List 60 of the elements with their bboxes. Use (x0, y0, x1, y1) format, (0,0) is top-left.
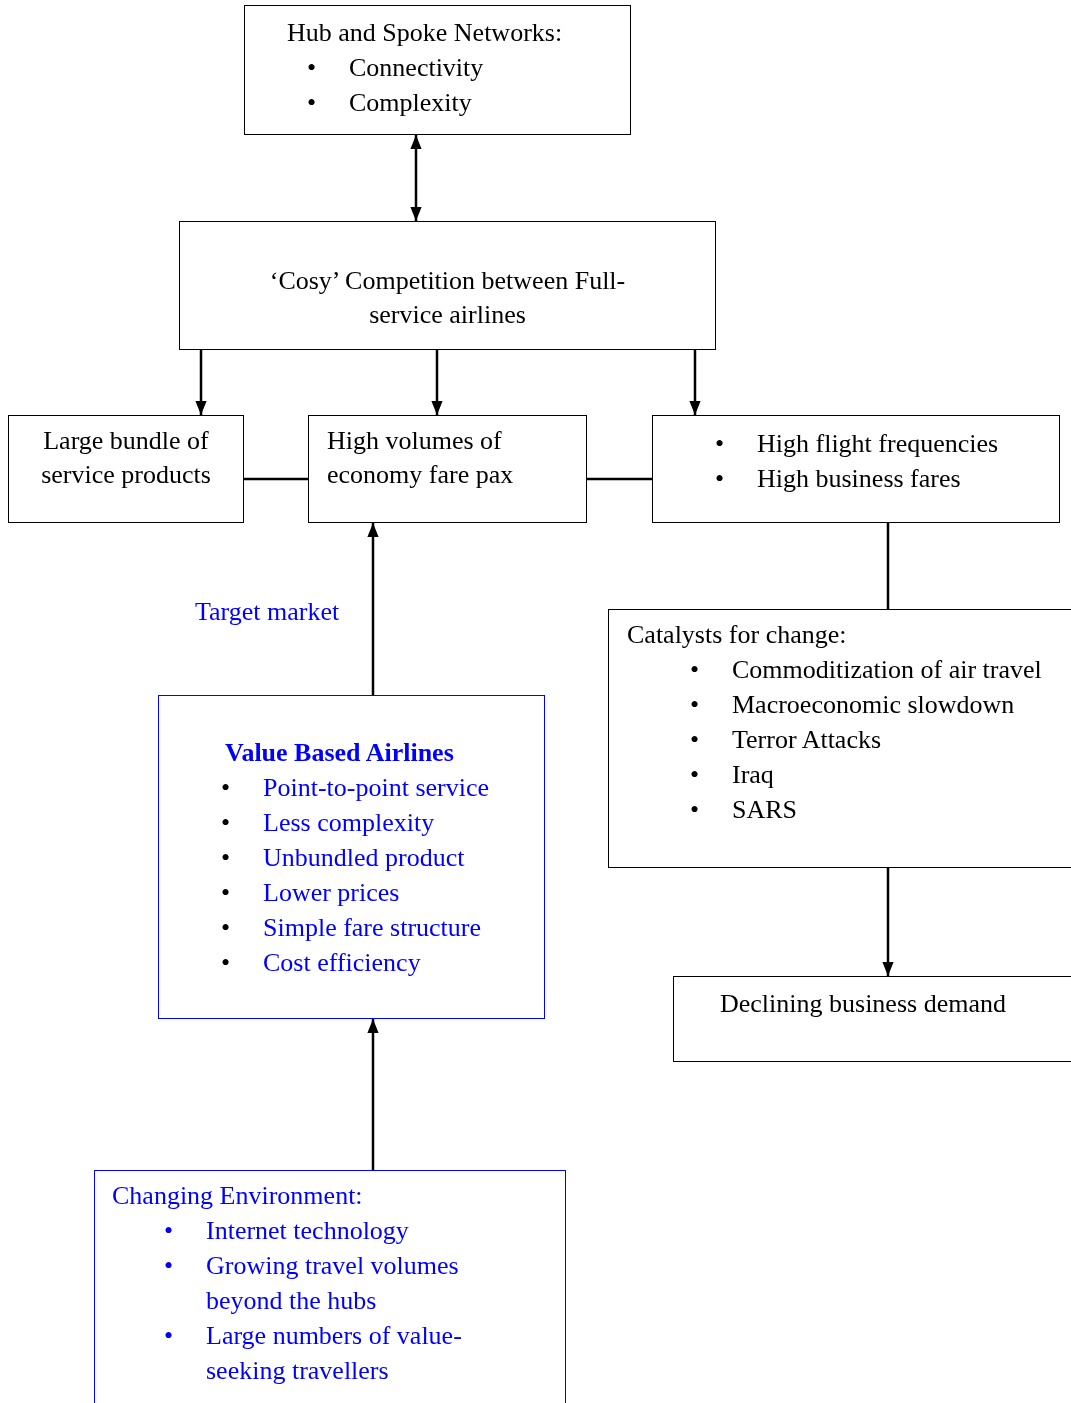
bullet-marker: • (690, 759, 701, 791)
box-text: Large bundle of service products (40, 425, 212, 491)
text-box (673, 976, 1071, 1062)
arrow (367, 523, 379, 695)
bullet-item: Commoditization of air travel (732, 654, 1042, 686)
arrow (431, 350, 443, 415)
bullet-marker: • (690, 689, 701, 721)
text-box (308, 415, 587, 523)
bullet-item: Growing travel volumes beyond the hubs (206, 1250, 460, 1317)
bullet-marker: • (715, 463, 726, 495)
bullet-item: Lower prices (263, 877, 400, 909)
arrow (195, 350, 207, 415)
bullet-item: Cost efficiency (263, 947, 421, 979)
bullet-marker: • (690, 654, 701, 686)
bullet-item: SARS (732, 794, 798, 826)
text-box (158, 695, 545, 1019)
bullet-item: High business fares (757, 463, 961, 495)
bullet-marker: • (307, 52, 318, 84)
arrow (689, 350, 701, 415)
heading: Catalysts for change: (627, 619, 848, 651)
text-box (244, 5, 631, 135)
bullet-item: Internet technology (206, 1215, 409, 1247)
bullet-item: Large numbers of value-seeking travellers (206, 1320, 463, 1387)
arrow (410, 135, 422, 221)
bullet-marker: • (715, 428, 726, 460)
bullet-item: Iraq (732, 759, 774, 791)
bullet-marker: • (221, 947, 232, 979)
bullet-item: Less complexity (263, 807, 435, 839)
heading: Changing Environment: (112, 1180, 364, 1212)
bullet-item: Terror Attacks (732, 724, 882, 756)
arrow (882, 868, 894, 976)
box-text: Declining business demand (720, 988, 1007, 1020)
text-box (179, 221, 716, 350)
box-text: High volumes of economy fare pax (327, 425, 515, 491)
bullet-item: Complexity (349, 87, 472, 119)
bullet-marker: • (221, 842, 232, 874)
bullet-item: Connectivity (349, 52, 484, 84)
heading: Hub and Spoke Networks: (287, 17, 564, 49)
text-box (94, 1170, 566, 1403)
bullet-marker: • (164, 1320, 175, 1352)
text-box (608, 609, 1071, 868)
bullet-item: Unbundled product (263, 842, 465, 874)
bullet-marker: • (690, 724, 701, 756)
box-text: ‘Cosy’ Competition between Full-service airlines (268, 265, 627, 331)
text-box (652, 415, 1060, 523)
bullet-item: Point-to-point service (263, 772, 489, 804)
bullet-item: Simple fare structure (263, 912, 482, 944)
bullet-item: High flight frequencies (757, 428, 999, 460)
heading: Value Based Airlines (224, 737, 455, 769)
bullet-marker: • (221, 912, 232, 944)
arrow (367, 1019, 379, 1170)
bullet-marker: • (690, 794, 701, 826)
text-box (8, 415, 244, 523)
bullet-marker: • (164, 1215, 175, 1247)
bullet-item: Macroeconomic slowdown (732, 689, 1015, 721)
bullet-marker: • (307, 87, 318, 119)
bullet-marker: • (164, 1250, 175, 1282)
bullet-marker: • (221, 772, 232, 804)
bullet-marker: • (221, 877, 232, 909)
bullet-marker: • (221, 807, 232, 839)
